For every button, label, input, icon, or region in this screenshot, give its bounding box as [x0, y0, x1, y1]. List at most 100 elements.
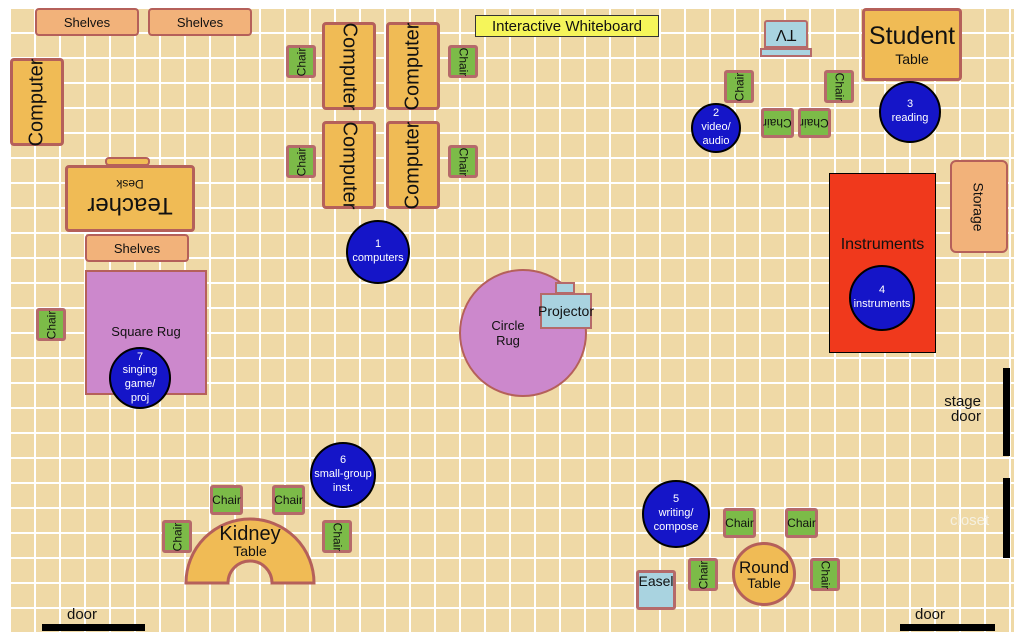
chair: Chair	[785, 508, 818, 538]
station-label: computers	[352, 252, 404, 264]
round-table-title: Round	[738, 557, 790, 577]
chair-label: Chair	[456, 47, 470, 76]
instruments-label: Instruments	[840, 236, 925, 253]
chair-label: Chair	[787, 516, 816, 530]
chair: Chair	[322, 520, 352, 553]
station-number: 7	[136, 350, 144, 363]
chair: Chair	[798, 108, 831, 138]
kidney-table-title: Kidney	[219, 523, 281, 545]
interactive-whiteboard: Interactive Whiteboard	[475, 15, 659, 37]
teacher-desk-sub: Desk	[116, 177, 144, 192]
computer-label: Computer	[338, 22, 361, 110]
computer-label: Computer	[401, 22, 424, 110]
computer-desk: Computer	[10, 58, 64, 146]
chair-label: Chair	[818, 560, 832, 589]
computer-desk: Computer	[322, 121, 376, 209]
circle-rug-sub: Rug	[496, 333, 520, 348]
chair-label: Chair	[44, 310, 58, 339]
shelves: Shelves	[35, 8, 139, 36]
station-label: small-group inst.	[314, 468, 372, 494]
chair: Chair	[688, 558, 718, 591]
chair-label: Chair	[294, 147, 308, 176]
chair: Chair	[448, 45, 478, 78]
shelves: Shelves	[148, 8, 252, 36]
closet-label: closet	[950, 512, 990, 529]
square-rug-label: Square Rug	[111, 324, 181, 339]
student-table: Student Table	[862, 8, 962, 81]
chair: Chair	[162, 520, 192, 553]
station-number: 6	[339, 454, 347, 467]
chair: Chair	[210, 485, 243, 515]
easel: Easel	[636, 570, 676, 610]
chair: Chair	[723, 508, 756, 538]
chair-label: Chair	[696, 560, 710, 589]
teacher-desk-title: Teacher	[87, 192, 173, 220]
circle-rug-title: Circle	[491, 318, 525, 333]
student-table-sub: Table	[895, 51, 929, 67]
student-table-title: Student	[868, 22, 956, 50]
station-label: reading	[891, 112, 929, 124]
whiteboard-label: Interactive Whiteboard	[491, 17, 643, 35]
shelves-label: Shelves	[113, 240, 161, 256]
projector: Projector	[538, 293, 594, 329]
shelves-label: Shelves	[176, 14, 224, 30]
closet-wall	[1003, 478, 1010, 558]
station-label: writing/ compose	[653, 507, 699, 533]
chair-label: Chair	[330, 522, 344, 551]
computer-label: Computer	[25, 58, 48, 146]
chair-label: Chair	[725, 516, 754, 530]
chair: Chair	[724, 70, 754, 103]
computer-desk: Computer	[386, 22, 440, 110]
tv-stand	[760, 48, 812, 57]
storage-label: Storage	[970, 181, 987, 232]
door-right	[900, 624, 995, 631]
chair-label: Chair	[800, 116, 829, 130]
chair: Chair	[286, 145, 316, 178]
door-label: door	[915, 606, 946, 623]
tv: TV	[764, 20, 808, 48]
kidney-table-shape	[184, 517, 316, 585]
chair: Chair	[272, 485, 305, 515]
teacher-desk: Teacher Desk	[65, 165, 195, 232]
computer-label: Computer	[401, 121, 424, 209]
chair: Chair	[448, 145, 478, 178]
storage: Storage	[950, 160, 1008, 253]
easel-label: Easel	[638, 573, 674, 589]
tv-label: TV	[775, 26, 797, 43]
computer-desk: Computer	[322, 22, 376, 110]
chair: Chair	[286, 45, 316, 78]
door-label: door	[67, 606, 98, 623]
station-number: 5	[672, 493, 680, 506]
chair-label: Chair	[732, 72, 746, 101]
chair: Chair	[824, 70, 854, 103]
stage-door-line2: door	[950, 408, 981, 425]
computer-label: Computer	[338, 121, 361, 209]
chair-label: Chair	[763, 116, 792, 130]
station-number: 3	[906, 98, 914, 111]
round-table-sub: Table	[747, 574, 781, 591]
chair: Chair	[36, 308, 66, 341]
chair-label: Chair	[456, 147, 470, 176]
door-left	[42, 624, 145, 631]
chair-label: Chair	[274, 493, 303, 507]
station-label: video/ audio	[701, 121, 731, 147]
instruments-area: Instruments	[829, 173, 936, 353]
chair-label: Chair	[170, 522, 184, 551]
chair: Chair	[761, 108, 794, 138]
station-number: 1	[374, 238, 382, 251]
station-number: 2	[712, 107, 720, 120]
kidney-table-sub: Table	[233, 543, 267, 559]
chair: Chair	[810, 558, 840, 591]
station-number: 4	[878, 284, 886, 297]
stage-door-line1: stage	[944, 393, 981, 410]
stage-door-wall	[1003, 368, 1010, 456]
